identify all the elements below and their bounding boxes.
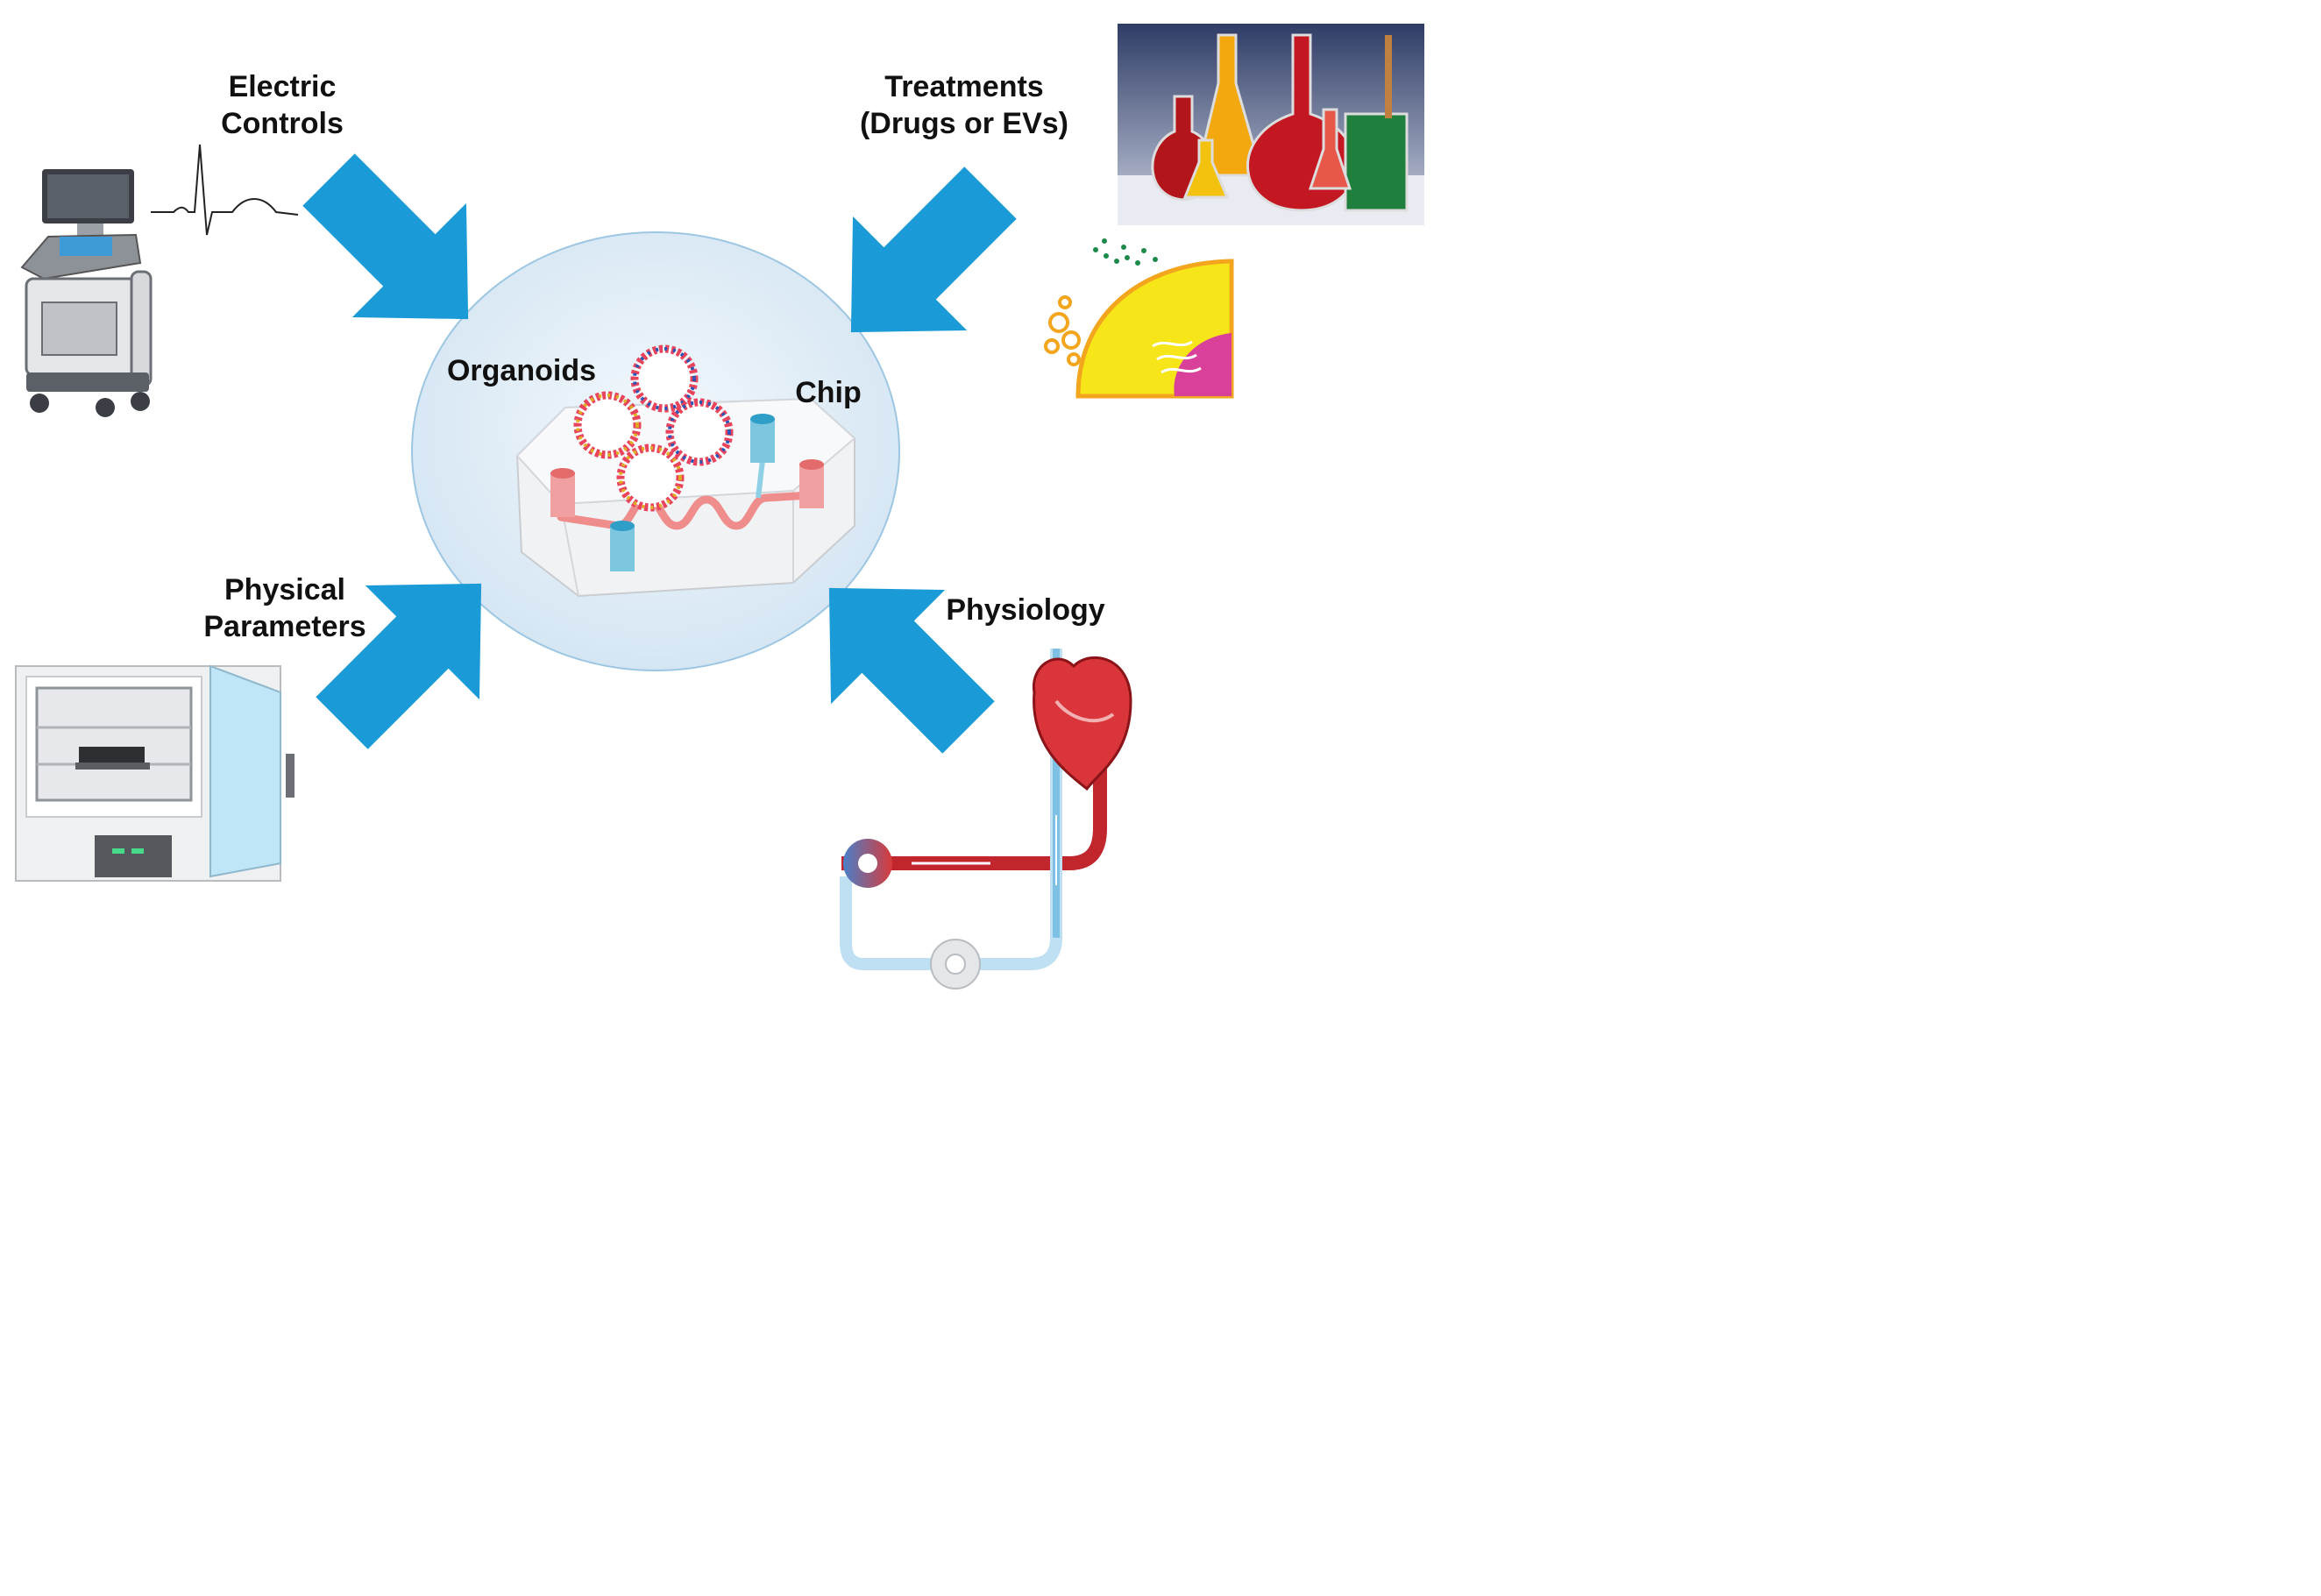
label-organoids: Organoids [446,354,597,387]
label-treatments-line2: (Drugs or EVs) [859,107,1069,140]
label-physical-line2: Parameters [203,610,366,643]
label-physiology: Physiology [946,593,1105,627]
arrow-electric [302,153,469,320]
heart-circulation-icon [840,649,1132,990]
label-electric-line1: Electric [228,70,337,103]
label-treatments: Treatments (Drugs or EVs) [824,68,1104,142]
label-electric-controls: Electric Controls [195,68,370,142]
arrow-physical [316,583,482,749]
label-electric-line2: Controls [221,107,344,140]
label-treatments-line1: Treatments [884,70,1044,103]
ultrasound-machine-icon [20,169,153,417]
diagram-canvas [15,24,1424,990]
organoid-icon [573,344,734,512]
lab-flasks-icon [1118,24,1424,225]
ecg-waveform-icon [151,144,299,236]
label-chip: Chip [795,376,862,409]
label-physical-parameters: Physical Parameters [184,571,386,645]
cell-vesicle-icon [1044,238,1234,399]
arrow-physiology [828,587,995,754]
label-physical-line1: Physical [224,573,345,606]
arrow-treatments [850,167,1017,333]
incubator-icon [15,664,295,882]
